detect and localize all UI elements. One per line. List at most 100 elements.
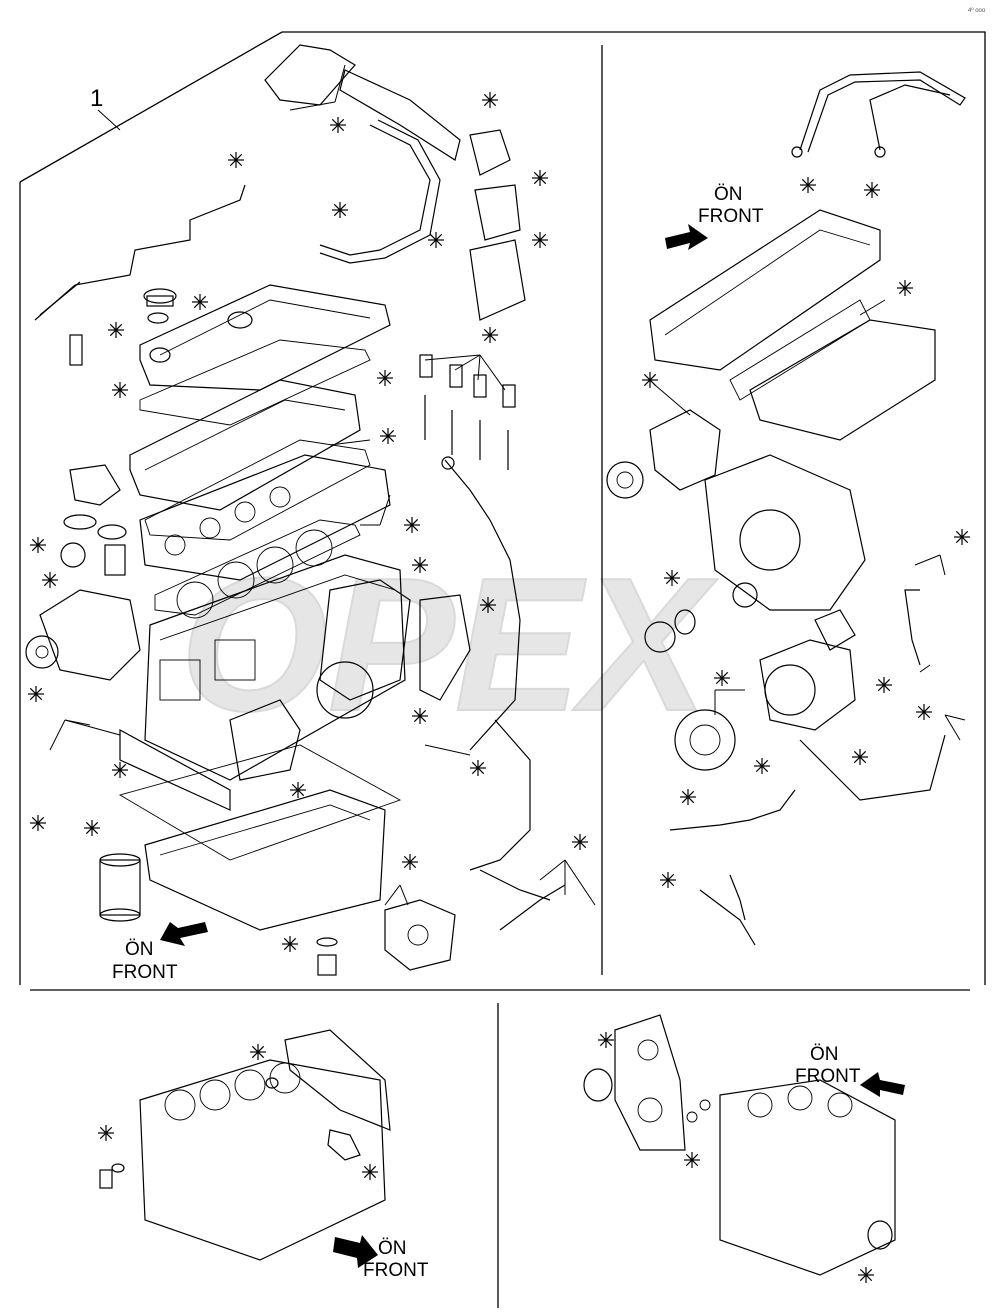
direction-label-d-line1: ÖN [810, 1044, 839, 1065]
asterisk-icon [641, 371, 659, 389]
front-cover [316, 579, 471, 719]
front-direction-arrow-a [160, 922, 208, 946]
direction-label-b-line1: ÖN [714, 184, 743, 205]
asterisk-icon [29, 814, 47, 832]
flywheel-housing [704, 454, 866, 611]
asterisk-icon [851, 748, 869, 766]
asterisk-icon [683, 1151, 701, 1169]
front-direction-arrow-c [333, 1235, 378, 1268]
egr-valve [469, 129, 526, 321]
injector-fuel-lines [791, 71, 966, 158]
cylinder-head [129, 379, 361, 511]
egr-pipe [319, 119, 441, 264]
asterisk-icon [531, 231, 549, 249]
valves [419, 354, 516, 470]
drain-plug [316, 937, 338, 976]
asterisk-icon [281, 935, 299, 953]
asterisk-icon [191, 293, 209, 311]
oil-pump-gear [606, 409, 721, 499]
injection-pump [229, 699, 301, 781]
asterisk-icon [29, 536, 47, 554]
asterisk-icon [411, 556, 429, 574]
cylinder-head-cover [139, 284, 391, 391]
cylinder-head-lower [139, 454, 391, 581]
asterisk-icon [289, 781, 307, 799]
oil-pan-gasket [118, 744, 402, 861]
crank-seals [583, 1068, 893, 1250]
front-direction-arrow-b [665, 224, 708, 250]
asterisk-icon [659, 871, 677, 889]
asterisk-icon [469, 759, 487, 777]
asterisk-icon [799, 176, 817, 194]
asterisk-icon [361, 1163, 379, 1181]
asterisk-icon [571, 833, 589, 851]
direction-label-a-line2: FRONT [112, 962, 178, 983]
egr-cooler [264, 44, 461, 161]
asterisk-icon [875, 676, 893, 694]
asterisk-icon [953, 528, 971, 546]
cylinder-block [119, 554, 406, 811]
timing-gear [644, 582, 758, 653]
asterisk-icon [713, 669, 731, 687]
asterisk-icon [97, 1124, 115, 1142]
direction-label-b-line2: FRONT [698, 206, 764, 227]
rear-plate-gasket [614, 1014, 686, 1151]
oil-pan [144, 789, 386, 931]
short-block-right [719, 1079, 896, 1276]
asterisk-icon [83, 819, 101, 837]
watermark-text: OPEX [180, 539, 718, 751]
oil-cooler-pipes [469, 719, 566, 931]
front-direction-arrow-d [860, 1072, 905, 1097]
oil-pump [384, 899, 456, 971]
asterisk-icon [857, 1266, 875, 1284]
exhaust-manifold [749, 319, 936, 441]
assembly-callout-leader [97, 109, 121, 131]
fuel-injector-lines [34, 184, 246, 366]
asterisk-icon [427, 231, 445, 249]
oil-return-pipe [699, 874, 756, 946]
short-block-left-parts [99, 1077, 361, 1189]
asterisk-icon [27, 685, 45, 703]
leader-lines-right [654, 299, 966, 741]
asterisk-icon [329, 116, 347, 134]
head-cover-gasket [139, 339, 371, 426]
leader-lines-left [49, 64, 596, 906]
asterisk-icon [531, 169, 549, 187]
water-pump [25, 589, 141, 681]
asterisk-markers-right [641, 176, 971, 889]
asterisk-markers-left [27, 91, 589, 953]
asterisk-icon [41, 571, 59, 589]
corner-mark: 4º ooo [968, 7, 986, 14]
asterisk-icon [331, 201, 349, 219]
cylinder-head-right [649, 209, 881, 371]
asterisk-icon [111, 381, 129, 399]
turbo-adapter [674, 709, 736, 771]
asterisk-icon [915, 703, 933, 721]
fuel-filter [99, 853, 141, 922]
asterisk-icon [107, 321, 125, 339]
thermostat-housing [60, 464, 127, 576]
asterisk-icon [227, 151, 245, 169]
direction-label-c-line2: FRONT [363, 1260, 429, 1281]
oil-dipstick [441, 456, 521, 751]
kit-frame [19, 31, 986, 1308]
short-block-left [139, 1029, 391, 1261]
asterisk-icon [379, 427, 397, 445]
head-gasket-upper [144, 439, 371, 541]
asterisk-icon [896, 279, 914, 297]
asterisk-icon [863, 181, 881, 199]
turbo-oil-lines [669, 589, 946, 831]
turbocharger [759, 609, 856, 731]
asterisk-icon [376, 369, 394, 387]
asterisk-icon [411, 707, 429, 725]
direction-label-d-line2: FRONT [795, 1066, 861, 1087]
asterisk-icon [403, 516, 421, 534]
asterisk-icon [481, 91, 499, 109]
asterisk-icon [679, 788, 697, 806]
asterisk-icon [111, 761, 129, 779]
asterisk-icon [401, 853, 419, 871]
asterisk-icon [663, 569, 681, 587]
direction-label-a-line1: ÖN [125, 939, 154, 960]
